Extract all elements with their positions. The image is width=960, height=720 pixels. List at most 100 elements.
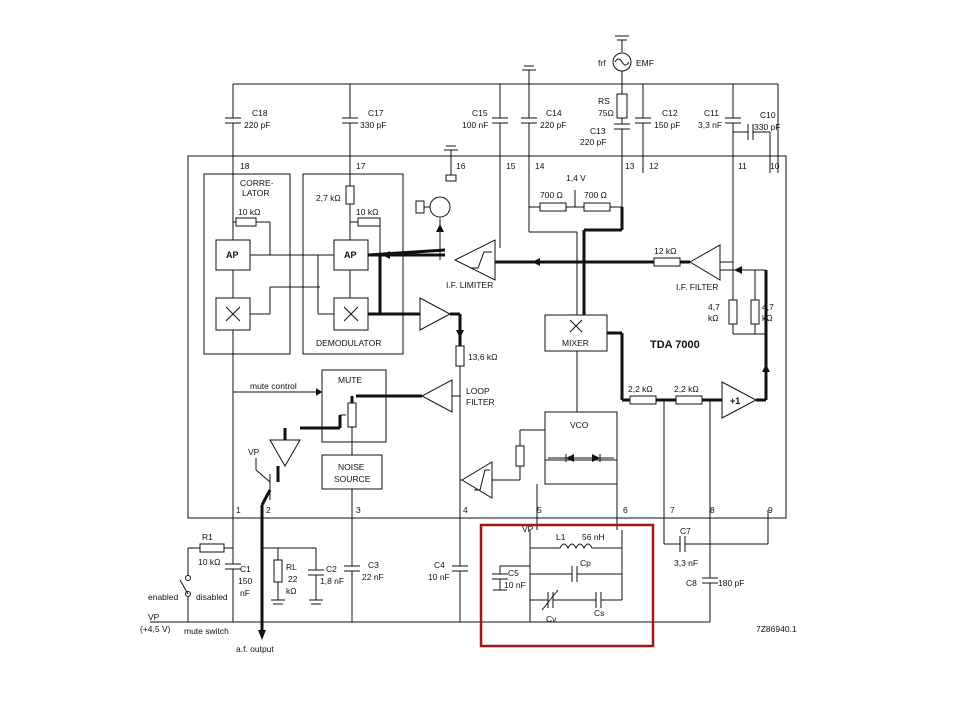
svg-text:22 nF: 22 nF bbox=[362, 572, 384, 582]
svg-text:1: 1 bbox=[236, 505, 241, 515]
c13-value: 220 pF bbox=[580, 137, 606, 147]
svg-text:VCO: VCO bbox=[570, 420, 589, 430]
svg-text:11: 11 bbox=[738, 161, 747, 171]
svg-text:180 pF: 180 pF bbox=[718, 578, 744, 588]
resistor-rl bbox=[273, 559, 283, 583]
c10-value: 330 pF bbox=[754, 122, 780, 132]
svg-text:13: 13 bbox=[625, 161, 635, 171]
top-pin-numbers: 18 17 16 15 14 13 12 11 10 bbox=[240, 161, 780, 171]
c17-label: C17 bbox=[368, 108, 384, 118]
svg-text:MUTE: MUTE bbox=[338, 375, 362, 385]
svg-text:+1: +1 bbox=[730, 396, 740, 406]
c14-label: C14 bbox=[546, 108, 562, 118]
figure-id: 7Z86940.1 bbox=[756, 624, 797, 634]
correlator-resistor-label: 10 kΩ bbox=[238, 207, 260, 217]
svg-text:6: 6 bbox=[623, 505, 628, 515]
level-meter-icon bbox=[429, 196, 451, 218]
svg-text:C8: C8 bbox=[686, 578, 697, 588]
bottom-pin-numbers: 1 2 3 4 5 6 7 8 9 bbox=[236, 505, 773, 515]
mute-control-label: mute control bbox=[250, 381, 297, 391]
svg-text:SOURCE: SOURCE bbox=[334, 474, 371, 484]
svg-text:22: 22 bbox=[288, 574, 298, 584]
svg-text:LOOP: LOOP bbox=[466, 386, 490, 396]
svg-text:14: 14 bbox=[535, 161, 545, 171]
svg-text:C2: C2 bbox=[326, 564, 337, 574]
c18-value: 220 pF bbox=[244, 120, 270, 130]
svg-text:C5: C5 bbox=[508, 568, 519, 578]
svg-text:12 kΩ: 12 kΩ bbox=[654, 246, 676, 256]
svg-text:150: 150 bbox=[238, 576, 252, 586]
emf-label: EMF bbox=[636, 58, 654, 68]
svg-text:AP: AP bbox=[344, 250, 357, 260]
demod-resistor-label: 10 kΩ bbox=[356, 207, 378, 217]
svg-text:Cv: Cv bbox=[546, 614, 557, 624]
output-stage: VP a.f. output bbox=[236, 428, 301, 654]
c12-value: 150 pF bbox=[654, 120, 680, 130]
highlight-box bbox=[479, 523, 655, 648]
load-network: RL 22 kΩ C2 1,8 nF bbox=[262, 547, 344, 605]
capacitor-c8: C8 180 pF bbox=[650, 510, 744, 623]
svg-text:15: 15 bbox=[506, 161, 516, 171]
c17-value: 330 pF bbox=[360, 120, 386, 130]
svg-text:C7: C7 bbox=[680, 526, 691, 536]
rf-source: frf EMF RS 75Ω C13 220 pF bbox=[580, 35, 654, 147]
svg-text:17: 17 bbox=[356, 161, 366, 171]
svg-text:CORRE-: CORRE- bbox=[240, 178, 274, 188]
svg-text:RL: RL bbox=[286, 562, 297, 572]
svg-text:1,8 nF: 1,8 nF bbox=[320, 576, 344, 586]
svg-text:16: 16 bbox=[456, 161, 466, 171]
svg-text:I.F. LIMITER: I.F. LIMITER bbox=[446, 280, 493, 290]
af-output-label: a.f. output bbox=[236, 644, 274, 654]
noise-source-block: NOISE SOURCE bbox=[321, 454, 383, 505]
svg-text:10 nF: 10 nF bbox=[428, 572, 450, 582]
svg-text:kΩ: kΩ bbox=[708, 313, 719, 323]
svg-text:9: 9 bbox=[768, 505, 773, 515]
svg-text:enabled: enabled bbox=[148, 592, 179, 602]
demodulator-block: 2,7 kΩ 10 kΩ AP DEMODULATOR bbox=[302, 173, 404, 355]
svg-text:3,3 nF: 3,3 nF bbox=[674, 558, 698, 568]
vco-tank-circuit: VP L1 56 nH Cp Cv Cs C5 10 nF bbox=[492, 524, 623, 624]
bias-divider: 1,4 V 700 Ω 700 Ω bbox=[529, 173, 622, 315]
capacitor-c7: C7 3,3 nF bbox=[663, 510, 769, 568]
svg-text:8: 8 bbox=[710, 505, 715, 515]
c15-value: 100 nF bbox=[462, 120, 488, 130]
svg-text:2,2 kΩ: 2,2 kΩ bbox=[628, 384, 653, 394]
svg-text:FILTER: FILTER bbox=[466, 397, 495, 407]
svg-text:5: 5 bbox=[537, 505, 542, 515]
capacitor-c3: C3 22 nF bbox=[344, 505, 384, 622]
svg-text:LATOR: LATOR bbox=[242, 188, 270, 198]
vco-block: VCO bbox=[460, 411, 618, 530]
capacitor-c18: C18 220 pF bbox=[225, 84, 270, 173]
c11-label: C11 bbox=[704, 108, 719, 118]
if-limiter: I.F. LIMITER bbox=[415, 196, 496, 290]
correlator-block: CORRE- LATOR 10 kΩ AP bbox=[203, 173, 320, 505]
svg-text:56 nH: 56 nH bbox=[582, 532, 605, 542]
svg-text:kΩ: kΩ bbox=[286, 586, 297, 596]
supply-switch: VP (+4,5 V) enabled disabled mute switch… bbox=[140, 505, 252, 636]
capacitor-c12: C12 150 pF bbox=[635, 84, 680, 173]
ground-pin16 bbox=[444, 145, 458, 182]
svg-text:VP: VP bbox=[248, 447, 260, 457]
svg-text:4: 4 bbox=[463, 505, 468, 515]
svg-text:C1: C1 bbox=[240, 564, 251, 574]
c15-label: C15 bbox=[472, 108, 488, 118]
c12-label: C12 bbox=[662, 108, 678, 118]
svg-text:4,7: 4,7 bbox=[762, 302, 774, 312]
ic-package-outline bbox=[187, 155, 787, 519]
capacitor-c11: C11 3,3 nF bbox=[698, 84, 741, 248]
svg-text:10 nF: 10 nF bbox=[504, 580, 526, 590]
capacitor-c17: C17 330 pF bbox=[342, 84, 386, 186]
svg-text:2: 2 bbox=[266, 505, 271, 515]
svg-text:10: 10 bbox=[770, 161, 780, 171]
resistor-r1 bbox=[199, 543, 225, 553]
c14-value: 220 pF bbox=[540, 120, 566, 130]
svg-text:AP: AP bbox=[226, 250, 239, 260]
svg-text:10 kΩ: 10 kΩ bbox=[198, 557, 220, 567]
rs-value: 75Ω bbox=[598, 108, 614, 118]
demod-ap bbox=[333, 239, 369, 271]
svg-text:4,7: 4,7 bbox=[708, 302, 720, 312]
svg-text:3: 3 bbox=[356, 505, 361, 515]
svg-text:VP: VP bbox=[148, 612, 160, 622]
capacitor-c15: C15 100 nF bbox=[462, 84, 508, 248]
